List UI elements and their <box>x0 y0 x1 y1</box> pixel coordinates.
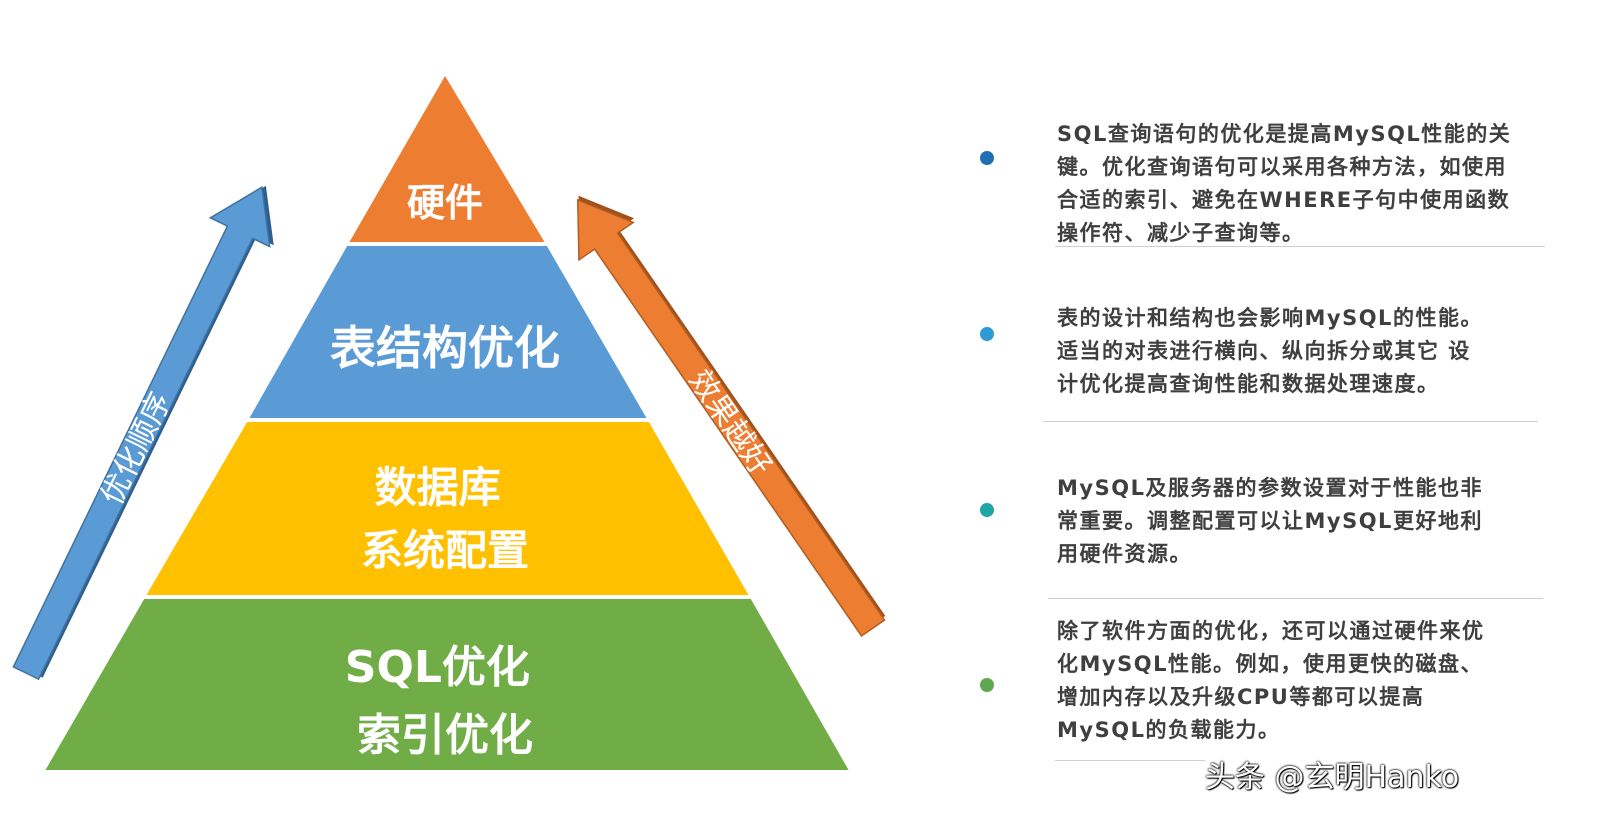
description-line: 键。优化查询语句可以采用各种方法，如使用 <box>1057 155 1507 179</box>
description-line: MySQL及服务器的参数设置对于性能也非 <box>1057 476 1483 500</box>
description-line: 计优化提高查询性能和数据处理速度。 <box>1057 372 1440 396</box>
layer-label-db-config: 数据库 系统配置 <box>361 463 529 575</box>
bullet-dot <box>980 678 994 692</box>
divider <box>1043 421 1538 422</box>
description-sql-query: SQL查询语句的优化是提高MySQL性能的关 键。优化查询语句可以采用各种方法，… <box>1057 118 1511 250</box>
bullet-dot <box>980 503 994 517</box>
description-hardware: 除了软件方面的优化，还可以通过硬件来优 化MySQL性能。例如，使用更快的磁盘、… <box>1057 615 1485 747</box>
description-line: 适当的对表进行横向、纵向拆分或其它 设 <box>1057 339 1471 363</box>
divider <box>1055 760 1205 761</box>
effect-label: 效果越好 <box>681 364 778 483</box>
watermark: 头条 @玄明Hanko <box>1205 760 1460 795</box>
description-line: MySQL的负载能力。 <box>1057 718 1281 742</box>
divider <box>1055 246 1545 247</box>
description-server-config: MySQL及服务器的参数设置对于性能也非 常重要。调整配置可以让MySQL更好地… <box>1057 472 1483 571</box>
bullet-dot <box>980 327 994 341</box>
divider <box>1048 598 1543 599</box>
layer-label-hardware: 硬件 <box>407 181 483 225</box>
optimization-order-label: 优化顺序 <box>95 387 179 510</box>
layer-label-table-structure: 表结构优化 <box>330 321 560 375</box>
description-line: 操作符、减少子查询等。 <box>1057 221 1305 245</box>
description-line: 表的设计和结构也会影响MySQL的性能。 <box>1057 306 1483 330</box>
description-table-structure: 表的设计和结构也会影响MySQL的性能。 适当的对表进行横向、纵向拆分或其它 设… <box>1057 302 1483 401</box>
description-line: SQL查询语句的优化是提高MySQL性能的关 <box>1057 122 1512 146</box>
layer-label-sql-index: SQL优化 索引优化 <box>345 642 545 761</box>
description-line: 用硬件资源。 <box>1057 542 1192 566</box>
description-line: 合适的索引、避免在WHERE子句中使用函数 <box>1057 188 1511 212</box>
description-line: 化MySQL性能。例如，使用更快的磁盘、 <box>1057 652 1483 676</box>
bullet-dot <box>980 151 994 165</box>
pyramid-layer-sql-index <box>38 595 856 774</box>
description-line: 常重要。调整配置可以让MySQL更好地利 <box>1057 509 1483 533</box>
description-line: 增加内存以及升级CPU等都可以提高 <box>1057 685 1425 709</box>
description-line: 除了软件方面的优化，还可以通过硬件来优 <box>1057 619 1485 643</box>
